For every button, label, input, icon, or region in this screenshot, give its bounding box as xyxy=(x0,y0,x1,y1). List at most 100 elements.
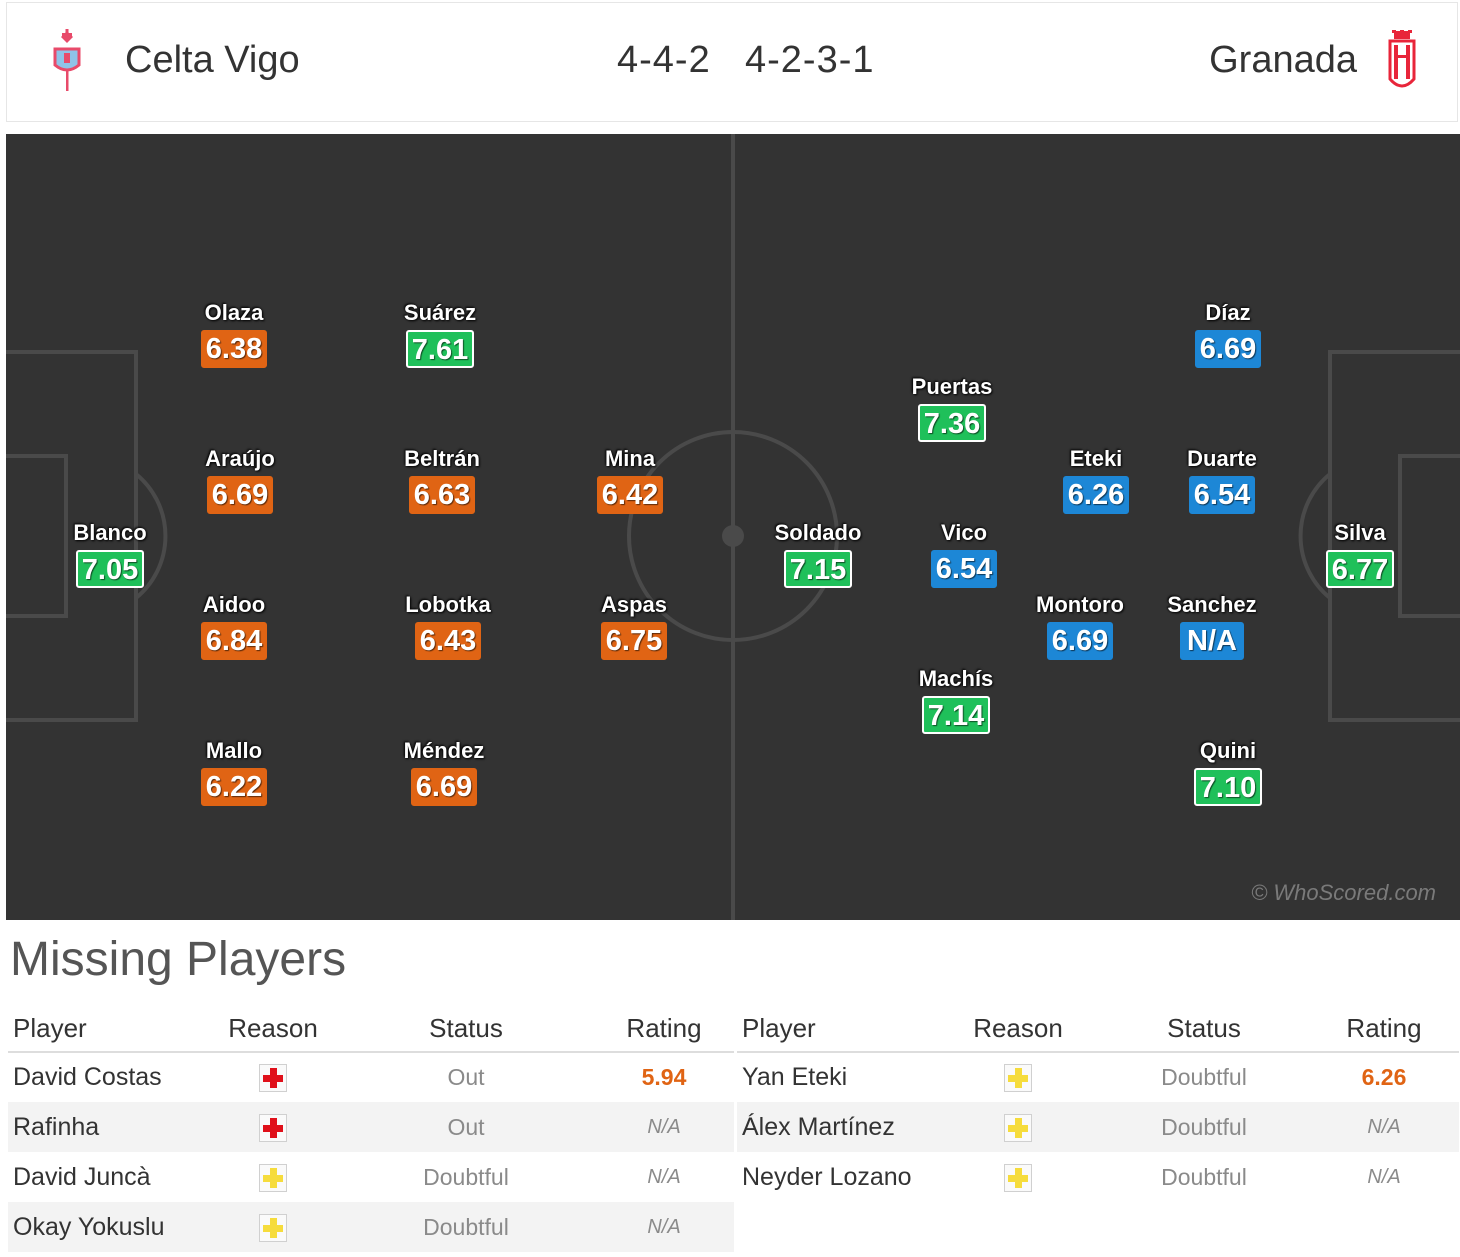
player-name: Díaz xyxy=(1205,300,1251,325)
player-name: Duarte xyxy=(1187,446,1257,471)
player-name: Quini xyxy=(1199,738,1257,763)
player-rating: 7.61 xyxy=(405,330,475,368)
home-missing-table: Player Reason Status Rating David Costas… xyxy=(8,1006,734,1252)
home-team-name[interactable]: Celta Vigo xyxy=(125,39,300,81)
granada-crest-icon[interactable] xyxy=(1382,27,1422,97)
missing-status: Doubtful xyxy=(1161,1064,1247,1090)
injury-icon xyxy=(259,1064,287,1093)
player-rating: 7.10 xyxy=(1193,768,1263,806)
player-marker[interactable]: Díaz 6.69 xyxy=(1158,300,1298,368)
missing-rating: N/A xyxy=(647,1165,681,1188)
missing-rating: 5.94 xyxy=(641,1064,687,1090)
player-marker[interactable]: Silva 6.77 xyxy=(1290,520,1430,588)
player-name: Machís xyxy=(918,666,994,691)
table-row[interactable]: Yan Eteki Doubtful 6.26 xyxy=(737,1052,1459,1102)
doubtful-icon xyxy=(259,1213,287,1242)
column-reason[interactable]: Reason xyxy=(937,1006,1099,1053)
player-rating: N/A xyxy=(1180,622,1244,660)
player-marker[interactable]: Montoro 6.69 xyxy=(1010,592,1150,660)
missing-player-name[interactable]: Okay Yokuslu xyxy=(8,1202,208,1252)
player-name: Mina xyxy=(604,446,656,471)
player-rating: 6.69 xyxy=(1046,622,1114,660)
player-marker[interactable]: Duarte 6.54 xyxy=(1152,446,1292,514)
player-marker[interactable]: Sanchez N/A xyxy=(1142,592,1282,660)
player-marker[interactable]: Vico 6.54 xyxy=(894,520,1034,588)
player-name: Blanco xyxy=(73,520,147,545)
player-marker[interactable]: Soldado 7.15 xyxy=(748,520,888,588)
table-row[interactable]: Neyder Lozano Doubtful N/A xyxy=(737,1152,1459,1202)
player-name: Lobotka xyxy=(405,592,491,617)
column-player[interactable]: Player xyxy=(737,1006,937,1053)
doubtful-icon xyxy=(1004,1113,1032,1142)
player-rating: 6.54 xyxy=(1188,476,1256,514)
player-rating: 6.84 xyxy=(200,622,268,660)
column-status[interactable]: Status xyxy=(1099,1006,1309,1053)
player-rating: 6.43 xyxy=(414,622,482,660)
player-marker[interactable]: Olaza 6.38 xyxy=(164,300,304,368)
player-marker[interactable]: Lobotka 6.43 xyxy=(378,592,518,660)
player-marker[interactable]: Puertas 7.36 xyxy=(882,374,1022,442)
missing-player-name[interactable]: Rafinha xyxy=(8,1102,208,1152)
missing-status: Doubtful xyxy=(423,1163,509,1190)
player-marker[interactable]: Quini 7.10 xyxy=(1158,738,1298,806)
player-rating: 6.54 xyxy=(930,550,998,588)
player-rating: 6.42 xyxy=(596,476,664,514)
missing-player-name[interactable]: Yan Eteki xyxy=(742,1063,848,1091)
player-rating: 7.14 xyxy=(921,696,991,734)
player-marker[interactable]: Eteki 6.26 xyxy=(1026,446,1166,514)
missing-rating: N/A xyxy=(1367,1165,1401,1188)
table-row[interactable]: Rafinha Out N/A xyxy=(8,1102,734,1152)
player-marker[interactable]: Mina 6.42 xyxy=(560,446,700,514)
table-row[interactable]: Okay Yokuslu Doubtful N/A xyxy=(8,1202,734,1252)
player-rating: 6.69 xyxy=(410,768,478,806)
pitch-lines xyxy=(6,134,1460,920)
formation-pitch: Blanco 7.05 Olaza 6.38 Araújo 6.69 Aidoo… xyxy=(6,134,1460,920)
missing-players-title: Missing Players xyxy=(10,933,347,986)
doubtful-icon xyxy=(259,1163,287,1192)
missing-status: Out xyxy=(447,1064,485,1090)
player-name: Mallo xyxy=(205,738,263,763)
player-marker[interactable]: Suárez 7.61 xyxy=(370,300,510,368)
player-marker[interactable]: Machís 7.14 xyxy=(886,666,1026,734)
player-rating: 7.15 xyxy=(783,550,853,588)
injury-icon xyxy=(259,1113,287,1142)
player-name: Araújo xyxy=(205,446,275,471)
player-marker[interactable]: Beltrán 6.63 xyxy=(372,446,512,514)
player-rating: 7.36 xyxy=(917,404,987,442)
missing-player-name[interactable]: David Juncà xyxy=(13,1162,151,1191)
column-player[interactable]: Player xyxy=(8,1006,208,1053)
player-marker[interactable]: Méndez 6.69 xyxy=(374,738,514,806)
column-status[interactable]: Status xyxy=(338,1006,594,1053)
column-reason[interactable]: Reason xyxy=(208,1006,338,1053)
player-name: Sanchez xyxy=(1167,592,1257,617)
match-header: Celta Vigo 4-4-2 4-2-3-1 Granada xyxy=(6,2,1458,122)
table-row[interactable]: David Costas Out 5.94 xyxy=(8,1052,734,1102)
table-row[interactable]: Álex Martínez Doubtful N/A xyxy=(737,1102,1459,1152)
missing-player-name[interactable]: David Costas xyxy=(13,1063,162,1091)
player-name: Olaza xyxy=(204,300,264,325)
player-marker[interactable]: Mallo 6.22 xyxy=(164,738,304,806)
table-header-row: Player Reason Status Rating xyxy=(737,1006,1459,1053)
player-rating: 6.75 xyxy=(600,622,668,660)
player-marker[interactable]: Araújo 6.69 xyxy=(170,446,310,514)
table-header-row: Player Reason Status Rating xyxy=(8,1006,734,1053)
player-name: Silva xyxy=(1334,520,1386,545)
missing-player-name[interactable]: Álex Martínez xyxy=(737,1102,937,1152)
player-name: Beltrán xyxy=(404,446,480,471)
missing-rating: 6.26 xyxy=(1361,1064,1407,1090)
player-name: Puertas xyxy=(911,374,993,399)
player-rating: 6.22 xyxy=(200,768,268,806)
celta-crest-icon[interactable] xyxy=(47,27,87,97)
away-team-name[interactable]: Granada xyxy=(1209,39,1357,81)
player-marker[interactable]: Aspas 6.75 xyxy=(564,592,704,660)
player-name: Montoro xyxy=(1036,592,1124,617)
missing-player-name[interactable]: Neyder Lozano xyxy=(742,1162,912,1191)
column-rating[interactable]: Rating xyxy=(1309,1006,1459,1053)
player-rating: 6.26 xyxy=(1062,476,1130,514)
column-rating[interactable]: Rating xyxy=(594,1006,734,1053)
player-marker[interactable]: Aidoo 6.84 xyxy=(164,592,304,660)
player-marker[interactable]: Blanco 7.05 xyxy=(40,520,180,588)
player-name: Aidoo xyxy=(202,592,266,617)
table-row[interactable]: David Juncà Doubtful N/A xyxy=(8,1152,734,1202)
missing-status: Doubtful xyxy=(338,1202,594,1252)
